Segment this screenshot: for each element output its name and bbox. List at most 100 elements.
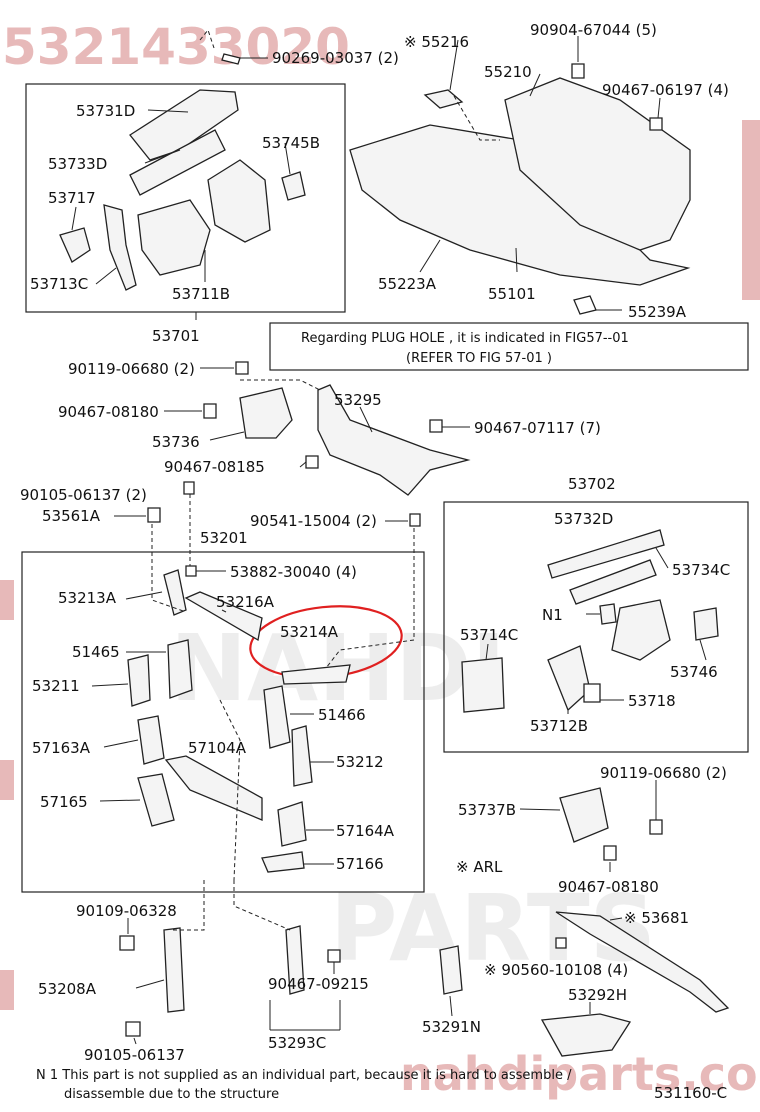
label-51465: 51465	[72, 643, 120, 661]
label-53714c: 53714C	[460, 626, 518, 644]
label-51466: 51466	[318, 706, 366, 724]
part-57165-icon	[137, 773, 175, 827]
label-90904-67044: 90904-67044 (5)	[530, 21, 657, 39]
label-53734c: 53734C	[672, 561, 730, 579]
diagram-code: 531160-C	[654, 1084, 727, 1102]
label-53216a: 53216A	[216, 593, 275, 611]
part-53208a-icon	[163, 927, 185, 1013]
part-53732d-icon	[547, 529, 665, 579]
part-53291n-icon	[439, 945, 463, 995]
part-55101-icon	[349, 124, 691, 286]
part-labels: 90269-03037 (2) ※ 55216 90904-67044 (5) …	[20, 21, 730, 1102]
clip-90467-08180-a-icon	[203, 403, 217, 419]
part-53714c-icon	[461, 657, 505, 713]
watermark-part-number: 5321433020	[2, 18, 350, 76]
group-box-53702	[443, 501, 749, 753]
legend-arl: ※ ARL	[456, 858, 503, 876]
label-n1: N1	[542, 606, 563, 624]
part-53213a-icon	[163, 569, 187, 616]
clip-53882-icon	[185, 565, 197, 577]
label-53201: 53201	[200, 529, 248, 547]
clip-90467-09215-icon	[327, 949, 341, 963]
watermark-layer: 5321433020 nahdiparts.com NAHDI PARTS	[0, 18, 760, 1101]
part-53212-icon	[291, 725, 313, 787]
label-55223a: 55223A	[378, 275, 437, 293]
watermark-site: nahdiparts.com	[400, 1047, 760, 1101]
label-90119-06680-a: 90119-06680 (2)	[68, 360, 195, 378]
label-53737b: 53737B	[458, 801, 516, 819]
label-90119-06680-b: 90119-06680 (2)	[600, 764, 727, 782]
part-57163a-icon	[137, 715, 165, 765]
bolt-90105-b-icon	[125, 1021, 141, 1037]
info-line-1: Regarding PLUG HOLE , it is indicated in…	[301, 331, 629, 346]
part-53712b-upper-icon	[611, 599, 671, 661]
label-55101: 55101	[488, 285, 536, 303]
label-53561a: 53561A	[42, 507, 101, 525]
bolt-90269-icon	[199, 28, 241, 65]
label-90467-08180-b: 90467-08180	[558, 878, 659, 896]
nut-90560-icon	[555, 937, 567, 949]
group-box-53201	[21, 551, 425, 893]
part-51465-icon	[167, 639, 193, 699]
label-53208a: 53208A	[38, 980, 97, 998]
label-53733d: 53733D	[48, 155, 107, 173]
label-53295: 53295	[334, 391, 382, 409]
footnote-line-1: N 1 This part is not supplied as an indi…	[36, 1068, 572, 1083]
label-57165: 57165	[40, 793, 88, 811]
label-57166: 57166	[336, 855, 384, 873]
part-53736-icon	[239, 387, 293, 439]
part-55216-icon	[423, 89, 464, 109]
part-53293c-icon	[285, 925, 305, 995]
part-53292h-icon	[540, 1013, 632, 1057]
label-90269-03037: 90269-03037 (2)	[272, 49, 399, 67]
label-53212: 53212	[336, 753, 384, 771]
clip-90541-icon	[409, 513, 421, 527]
label-90109-06328: 90109-06328	[76, 902, 177, 920]
label-53882-30040: 53882-30040 (4)	[230, 563, 357, 581]
part-53731d-icon	[129, 89, 239, 161]
label-53745b: 53745B	[262, 134, 320, 152]
part-51466-icon	[263, 685, 291, 749]
clip-90467-08180-b-icon	[603, 845, 617, 861]
part-53718-icon	[583, 683, 601, 703]
part-57166-icon	[261, 851, 305, 873]
part-53214a-icon	[281, 664, 351, 685]
part-53711b-lower-icon	[137, 199, 211, 276]
label-55239a: 55239A	[628, 303, 687, 321]
label-53713c: 53713C	[30, 275, 88, 293]
watermark-tab-left-3	[0, 970, 14, 1010]
label-53214a: 53214A	[280, 623, 339, 641]
bolt-90119-a-icon	[235, 361, 249, 375]
bolt-90105-a-icon	[183, 481, 195, 495]
group-box-53701	[25, 83, 346, 313]
watermark-tab-right	[742, 120, 760, 300]
part-53295-icon	[317, 384, 471, 496]
label-53291n: 53291N	[422, 1018, 481, 1036]
part-53711b-upper-icon	[207, 159, 271, 243]
label-90467-08185: 90467-08185	[164, 458, 265, 476]
part-53733d-icon	[129, 129, 226, 196]
part-53713c-icon	[103, 204, 137, 291]
part-53216a-icon	[184, 591, 263, 642]
label-53732d: 53732D	[554, 510, 613, 528]
bolt-90119-b-icon	[649, 819, 663, 835]
part-n1-icon	[599, 603, 617, 625]
part-53211-icon	[127, 654, 151, 707]
label-53701: 53701	[152, 327, 200, 345]
label-53712b: 53712B	[530, 717, 588, 735]
bolt-90109-icon	[119, 935, 135, 951]
info-box-frame	[269, 322, 749, 371]
leader-lines	[71, 36, 707, 1045]
part-53717-icon	[59, 227, 91, 263]
label-53736: 53736	[152, 433, 200, 451]
label-53717: 53717	[48, 189, 96, 207]
part-53561a-icon	[147, 507, 161, 523]
label-57104a: 57104A	[188, 739, 247, 757]
clip-90467-06197-icon	[649, 117, 663, 131]
part-55239a-icon	[573, 295, 597, 315]
watermark-tab-left-1	[0, 580, 14, 620]
label-90560-10108: ※ 90560-10108 (4)	[484, 961, 628, 979]
info-line-2: (REFER TO FIG 57-01 )	[406, 351, 552, 366]
label-53211: 53211	[32, 677, 80, 695]
